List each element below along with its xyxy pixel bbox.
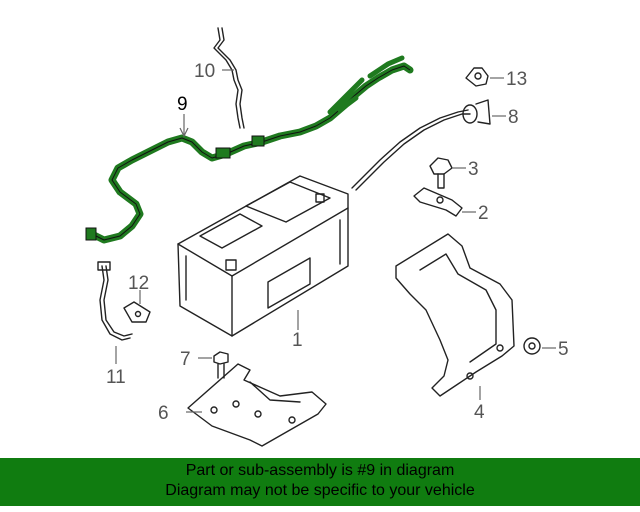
part-11-cable (97, 261, 133, 341)
callout-3: 3 (468, 159, 479, 180)
callout-6: 6 (158, 403, 169, 424)
callout-5: 5 (558, 339, 569, 360)
callout-8: 8 (508, 107, 519, 128)
part-7-bolt (213, 351, 229, 379)
disclaimer-banner: Part or sub-assembly is #9 in diagram Di… (0, 458, 640, 506)
callout-7: 7 (180, 349, 191, 370)
part-9-cable (85, 55, 414, 244)
callout-2: 2 (478, 203, 489, 224)
callout-1: 1 (292, 330, 303, 351)
callout-9: 9 (177, 94, 188, 115)
callout-10: 10 (194, 61, 215, 82)
callout-11: 11 (106, 367, 126, 388)
part-5-nut (523, 337, 541, 355)
part-2-bracket (413, 187, 463, 217)
disclaimer-line-2: Diagram may not be specific to your vehi… (165, 482, 475, 499)
part-1-battery (177, 175, 349, 337)
part-3-bolt (429, 157, 453, 189)
leader-lines (115, 69, 556, 413)
part-13-clip (465, 67, 489, 87)
callout-4: 4 (474, 402, 485, 423)
part-10-cable (213, 27, 245, 129)
part-8-cable (351, 99, 491, 191)
callout-12: 12 (128, 273, 149, 294)
callout-13: 13 (506, 69, 527, 90)
part-4-tray (395, 233, 515, 397)
callout-labels: 1 2 3 4 5 6 7 8 9 10 11 12 13 (106, 61, 569, 424)
part-6-tray (187, 363, 327, 447)
parts-diagram: 1 2 3 4 5 6 7 8 9 10 11 12 13 (85, 27, 569, 447)
part-12-clip (123, 301, 151, 323)
disclaimer-line-1: Part or sub-assembly is #9 in diagram (185, 462, 455, 479)
